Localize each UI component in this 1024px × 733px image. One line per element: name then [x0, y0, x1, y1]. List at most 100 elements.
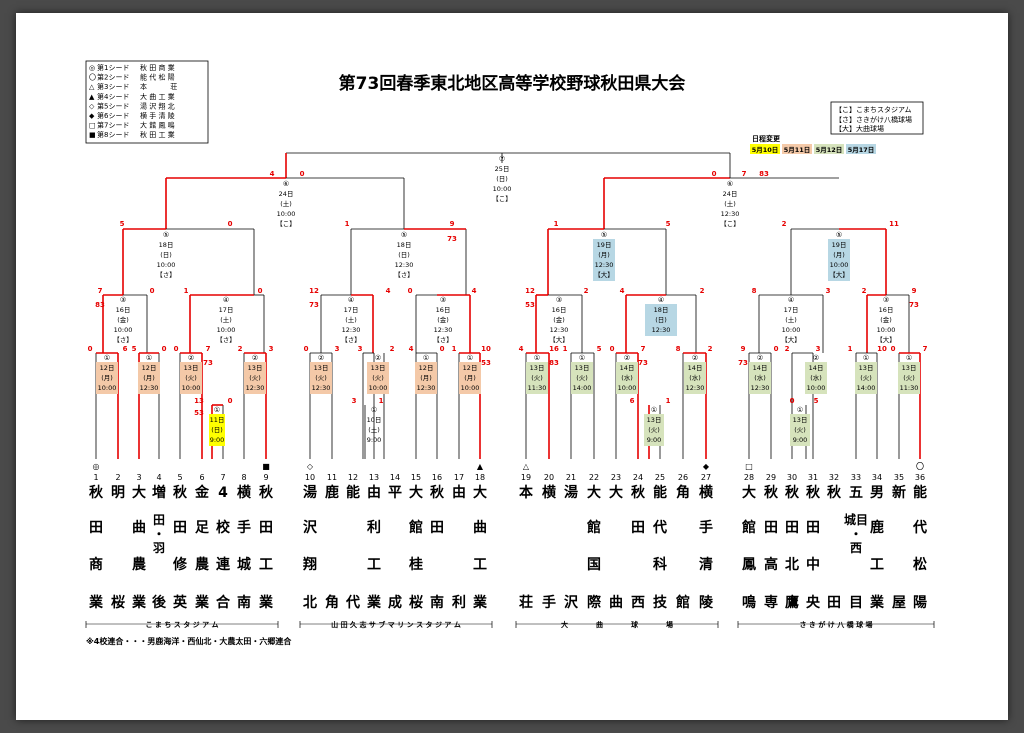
team-name-char: 金 [194, 484, 210, 501]
team-number: 34 [872, 473, 882, 482]
score: 73 [909, 301, 919, 309]
game-detail: 12:30 [434, 326, 453, 334]
game-detail: (日) [160, 251, 172, 259]
game-number: ③ [883, 296, 889, 304]
seed-mark: 〇 [89, 74, 96, 82]
team-name-char: 秋 [631, 484, 646, 501]
score: 12 [309, 287, 319, 295]
score: 3 [335, 345, 340, 353]
score: 3 [269, 345, 274, 353]
game-number: ⑦ [499, 155, 505, 163]
score: 8 [676, 345, 681, 353]
team-name-char: 陵 [699, 594, 714, 611]
game-number: ④ [658, 296, 664, 304]
schedule-highlight [855, 362, 877, 394]
game-number: ③ [440, 296, 446, 304]
page-title: 第73回春季東北地区高等学校野球秋田県大会 [339, 73, 686, 94]
team-name-char: 央 [806, 594, 821, 611]
game-detail: (日) [496, 175, 508, 183]
game-detail: 17日 [219, 306, 234, 314]
game-detail: (金) [437, 315, 449, 324]
team-name-char: 科 [653, 556, 667, 573]
team-name-char: 田 [806, 520, 820, 536]
team-number: 36 [915, 473, 925, 482]
team-name-char: 五 [849, 485, 863, 501]
game-detail: 【さ】 [113, 336, 133, 344]
team-name-char: 鹿 [324, 484, 339, 501]
team-name-char: 館 [586, 519, 601, 536]
team-name-char: 足 [195, 520, 210, 536]
score: 2 [782, 220, 787, 228]
seed-school: 秋 田 商 業 [140, 63, 175, 72]
score: 7 [641, 345, 646, 353]
team-name-char: 業 [366, 594, 382, 611]
score: 73 [203, 359, 213, 367]
game-detail: 13日 [530, 364, 545, 372]
score: 5 [814, 397, 819, 405]
game-number: ① [906, 354, 912, 362]
game-detail: (土) [724, 199, 736, 208]
score: 2 [785, 345, 790, 353]
team-name-char: 北 [303, 595, 317, 611]
score: 1 [379, 397, 384, 405]
game-detail: 13日 [575, 364, 590, 372]
team-number: 11 [327, 473, 337, 482]
team-name-char: 曲 [473, 519, 487, 536]
game-detail: 12:30 [721, 210, 740, 218]
score: 0 [300, 170, 305, 178]
game-number: ② [624, 354, 630, 362]
game-number: ⑤ [601, 231, 607, 239]
schedule-highlight [96, 362, 118, 394]
team-number: 15 [411, 473, 421, 482]
team-mark: 〇 [916, 462, 924, 471]
team-number: 17 [454, 473, 464, 482]
seed-school: 大 館 鳳 鳴 [140, 121, 175, 130]
team-name-char: 工 [870, 557, 884, 573]
game-number: ② [692, 354, 698, 362]
game-detail: (火) [903, 374, 915, 382]
game-number: ① [534, 354, 540, 362]
score: 10 [481, 345, 491, 353]
score: 7 [742, 170, 747, 178]
schedule-chip [814, 144, 844, 154]
game-detail: (火) [315, 374, 327, 382]
footnote: ※4校連合・・・男鹿海洋・西仙北・大農太田・六郷連合 [86, 636, 292, 646]
team-name-char: 後 [152, 594, 167, 611]
team-number: 23 [611, 473, 621, 482]
score: 0 [790, 397, 795, 405]
game-detail: 14日 [809, 364, 824, 372]
team-name-char: 際 [587, 594, 602, 611]
team-mark: ■ [262, 462, 270, 471]
game-detail: (火) [576, 374, 588, 382]
game-detail: 10:00 [217, 326, 236, 334]
score: 2 [238, 345, 243, 353]
team-name-char: 技 [653, 594, 668, 611]
team-number: 10 [305, 473, 315, 482]
team-name-char: 屋 [892, 595, 906, 611]
game-detail: 13日 [859, 364, 874, 372]
team-name-char: 鳳 [742, 557, 756, 573]
game-number: ⑤ [163, 231, 169, 239]
team-name-char: 南 [237, 594, 251, 611]
team-name-char: 工 [473, 557, 487, 573]
team-number: 6 [199, 473, 204, 482]
game-detail: 13日 [248, 364, 263, 372]
score: 4 [409, 345, 414, 353]
bracket-sheet: 第73回春季東北地区高等学校野球秋田県大会 ◎第1シード秋 田 商 業〇第2シー… [16, 13, 1008, 720]
team-name-char: 大 [587, 484, 601, 501]
schedule-chip-label: 5月10日 [752, 146, 779, 154]
seed-mark: ◇ [89, 102, 95, 110]
game-detail: 12:30 [652, 326, 671, 334]
seed-label: 第6シード [97, 111, 129, 120]
game-detail: (火) [794, 426, 806, 434]
game-detail: 12:30 [312, 384, 331, 392]
team-name-char: 大 [473, 484, 487, 501]
score: 0 [304, 345, 309, 353]
team-name-char: 大 [409, 484, 423, 501]
